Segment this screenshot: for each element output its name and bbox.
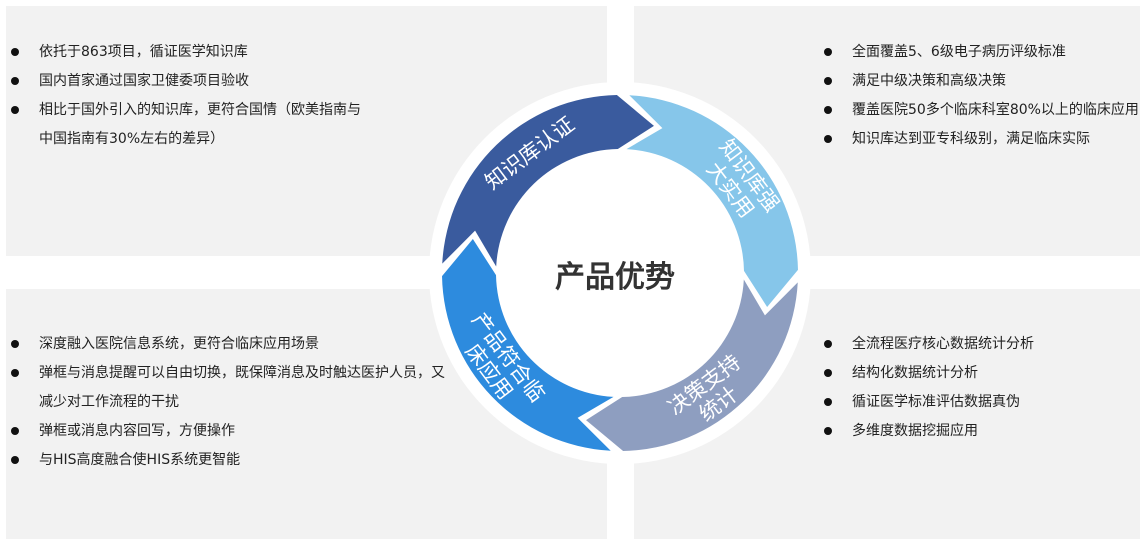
list-item: 国内首家通过国家卫健委项目验收	[11, 67, 371, 96]
list-bottom-left: 深度融入医院信息系统，更符合临床应用场景 弹框与消息提醒可以自由切换，既保障消息…	[11, 330, 451, 475]
segment-knowledge-certification	[442, 95, 654, 267]
segment-knowledge-practical	[626, 95, 798, 307]
list-top-left: 依托于863项目，循证医学知识库 国内首家通过国家卫健委项目验收 相比于国外引入…	[11, 38, 371, 154]
list-item: 相比于国外引入的知识库，更符合国情（欧美指南与中国指南有30%左右的差异）	[11, 96, 371, 154]
list-item: 弹框与消息提醒可以自由切换，既保障消息及时触达医护人员，又减少对工作流程的干扰	[11, 359, 451, 417]
segment-clinical-fit	[442, 239, 614, 451]
list-bottom-right: 全流程医疗核心数据统计分析 结构化数据统计分析 循证医学标准评估数据真伪 多维度…	[824, 330, 1140, 446]
list-item: 深度融入医院信息系统，更符合临床应用场景	[11, 330, 451, 359]
list-item: 与HIS高度融合使HIS系统更智能	[11, 446, 451, 475]
list-item: 依托于863项目，循证医学知识库	[11, 38, 371, 67]
list-item: 结构化数据统计分析	[824, 359, 1140, 388]
list-item: 弹框或消息内容回写，方便操作	[11, 417, 451, 446]
segment-decision-support	[586, 279, 798, 451]
list-item: 多维度数据挖掘应用	[824, 417, 1140, 446]
list-item: 全面覆盖5、6级电子病历评级标准	[824, 38, 1140, 67]
list-item: 覆盖医院50多个临床科室80%以上的临床应用	[824, 96, 1140, 125]
list-item: 知识库达到亚专科级别，满足临床实际	[824, 125, 1140, 154]
list-top-right: 全面覆盖5、6级电子病历评级标准 满足中级决策和高级决策 覆盖医院50多个临床科…	[824, 38, 1140, 154]
list-item: 全流程医疗核心数据统计分析	[824, 330, 1140, 359]
list-item: 循证医学标准评估数据真伪	[824, 388, 1140, 417]
list-item: 满足中级决策和高级决策	[824, 67, 1140, 96]
